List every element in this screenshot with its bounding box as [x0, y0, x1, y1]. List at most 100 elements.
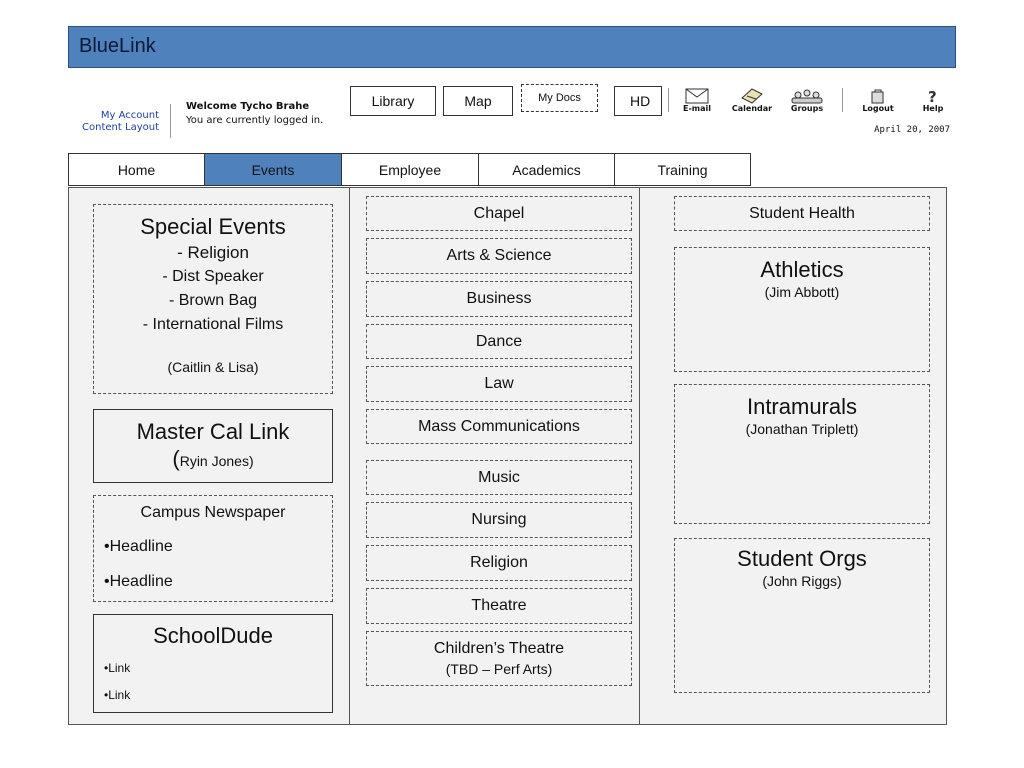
- dept-theatre[interactable]: Theatre: [366, 588, 632, 624]
- welcome-block: Welcome Tycho Brahe You are currently lo…: [186, 100, 351, 128]
- athletics-box[interactable]: Athletics (Jim Abbott): [674, 247, 930, 372]
- tab-home[interactable]: Home: [68, 153, 205, 186]
- dept-arts-science[interactable]: Arts & Science: [366, 238, 632, 274]
- svg-text:?: ?: [928, 88, 937, 104]
- help-tool-label: Help: [922, 104, 944, 113]
- schooldude-title: SchoolDude: [153, 623, 273, 648]
- current-date: April 20, 2007: [874, 125, 950, 135]
- groups-tool[interactable]: Groups: [783, 88, 831, 113]
- dept-music[interactable]: Music: [366, 460, 632, 495]
- student-health-label: Student Health: [749, 204, 855, 222]
- student-orgs-box[interactable]: Student Orgs (John Riggs): [674, 538, 930, 693]
- groups-tool-label: Groups: [790, 104, 824, 113]
- tab-employee[interactable]: Employee: [341, 153, 479, 186]
- tab-events[interactable]: Events: [204, 153, 342, 186]
- dept-label: Religion: [470, 554, 528, 571]
- library-button[interactable]: Library: [350, 86, 436, 116]
- special-events-item[interactable]: - Dist Speaker: [162, 268, 264, 285]
- dept-business[interactable]: Business: [366, 281, 632, 317]
- special-events-item[interactable]: - International Films: [142, 316, 284, 333]
- tab-training[interactable]: Training: [614, 153, 751, 186]
- athletics-title: Athletics: [760, 257, 844, 282]
- dept-label: Business: [466, 290, 532, 307]
- tab-academics[interactable]: Academics: [478, 153, 615, 186]
- newspaper-headline[interactable]: •Headline: [104, 538, 173, 555]
- account-links: My Account Content Layout: [64, 110, 159, 134]
- my-docs-button-label: My Docs: [538, 92, 581, 104]
- special-events-box[interactable]: Special Events - Religion - Dist Speaker…: [93, 204, 333, 394]
- email-tool-label: E-mail: [682, 104, 711, 113]
- master-cal-paren: (: [172, 446, 180, 471]
- intramurals-box[interactable]: Intramurals (Jonathan Triplett): [674, 384, 930, 524]
- help-tool[interactable]: ? Help: [914, 88, 952, 113]
- childrens-theatre-title: Children’s Theatre: [433, 639, 565, 657]
- dept-law[interactable]: Law: [366, 366, 632, 402]
- logout-tool[interactable]: Logout: [855, 88, 901, 113]
- account-divider: [170, 104, 171, 138]
- dept-nursing[interactable]: Nursing: [366, 502, 632, 538]
- library-button-label: Library: [371, 93, 415, 109]
- newspaper-headline[interactable]: •Headline: [104, 573, 173, 590]
- special-events-item[interactable]: - Brown Bag: [168, 292, 258, 309]
- dept-dance[interactable]: Dance: [366, 324, 632, 359]
- athletics-owner: (Jim Abbott): [764, 284, 840, 300]
- tab-employee-label: Employee: [378, 161, 442, 178]
- my-docs-button[interactable]: My Docs: [521, 84, 598, 112]
- dept-label: Theatre: [471, 597, 527, 614]
- master-cal-link-box[interactable]: Master Cal Link (Ryin Jones): [93, 409, 333, 483]
- student-orgs-title: Student Orgs: [737, 546, 867, 571]
- special-events-title: Special Events: [140, 214, 286, 239]
- newspaper-title: Campus Newspaper: [140, 504, 286, 521]
- hd-button[interactable]: HD: [614, 86, 662, 116]
- tab-home-label: Home: [117, 161, 156, 178]
- special-events-item[interactable]: - Religion: [177, 243, 249, 262]
- dept-childrens-theatre[interactable]: Children’s Theatre (TBD – Perf Arts): [366, 631, 632, 686]
- envelope-icon: [685, 88, 709, 104]
- special-events-owner: (Caitlin & Lisa): [167, 359, 259, 375]
- dept-label: Music: [478, 468, 520, 486]
- content-layout-link[interactable]: Content Layout: [82, 122, 159, 133]
- master-cal-owner: Ryin Jones): [179, 453, 254, 469]
- dept-label: Dance: [475, 332, 523, 350]
- childrens-theatre-sub: (TBD – Perf Arts): [445, 660, 553, 677]
- master-cal-title: Master Cal Link: [136, 419, 290, 444]
- column-divider-right: [639, 187, 640, 725]
- tab-events-label: Events: [251, 161, 295, 178]
- title-bar: BlueLink: [68, 26, 956, 68]
- map-button[interactable]: Map: [443, 86, 513, 116]
- help-icon: ?: [928, 88, 937, 104]
- calendar-tool[interactable]: Calendar: [724, 88, 780, 113]
- calendar-tool-label: Calendar: [731, 104, 773, 113]
- student-orgs-owner: (John Riggs): [762, 573, 842, 589]
- dept-chapel[interactable]: Chapel: [366, 196, 632, 231]
- login-status: You are currently logged in.: [186, 115, 324, 126]
- dept-label: Mass Communications: [418, 417, 580, 435]
- dept-label: Law: [484, 375, 514, 392]
- tab-academics-label: Academics: [512, 161, 581, 178]
- intramurals-title: Intramurals: [746, 394, 858, 419]
- app-title: BlueLink: [79, 35, 156, 57]
- dept-mass-communications[interactable]: Mass Communications: [366, 409, 632, 444]
- dept-label: Chapel: [473, 204, 525, 222]
- tools-divider-left: [668, 88, 669, 112]
- tools-divider-right: [842, 88, 843, 112]
- my-account-link[interactable]: My Account: [100, 110, 159, 121]
- schooldude-box: SchoolDude •Link •Link: [93, 614, 333, 713]
- logout-tool-label: Logout: [862, 104, 894, 113]
- logout-icon: [871, 89, 884, 104]
- column-divider-left: [349, 187, 350, 725]
- schooldude-link[interactable]: •Link: [104, 688, 131, 702]
- groups-icon: [791, 89, 823, 104]
- campus-newspaper-box: Campus Newspaper •Headline •Headline: [93, 495, 333, 602]
- welcome-greeting: Welcome Tycho Brahe: [186, 101, 310, 112]
- student-health-box[interactable]: Student Health: [674, 196, 930, 231]
- schooldude-link[interactable]: •Link: [104, 661, 131, 675]
- hd-button-label: HD: [630, 93, 651, 109]
- calendar-icon: [741, 88, 763, 104]
- intramurals-owner: (Jonathan Triplett): [745, 421, 859, 437]
- dept-religion[interactable]: Religion: [366, 545, 632, 581]
- dept-label: Nursing: [471, 511, 527, 528]
- email-tool[interactable]: E-mail: [676, 88, 718, 113]
- dept-label: Arts & Science: [446, 247, 552, 264]
- tab-training-label: Training: [657, 161, 708, 178]
